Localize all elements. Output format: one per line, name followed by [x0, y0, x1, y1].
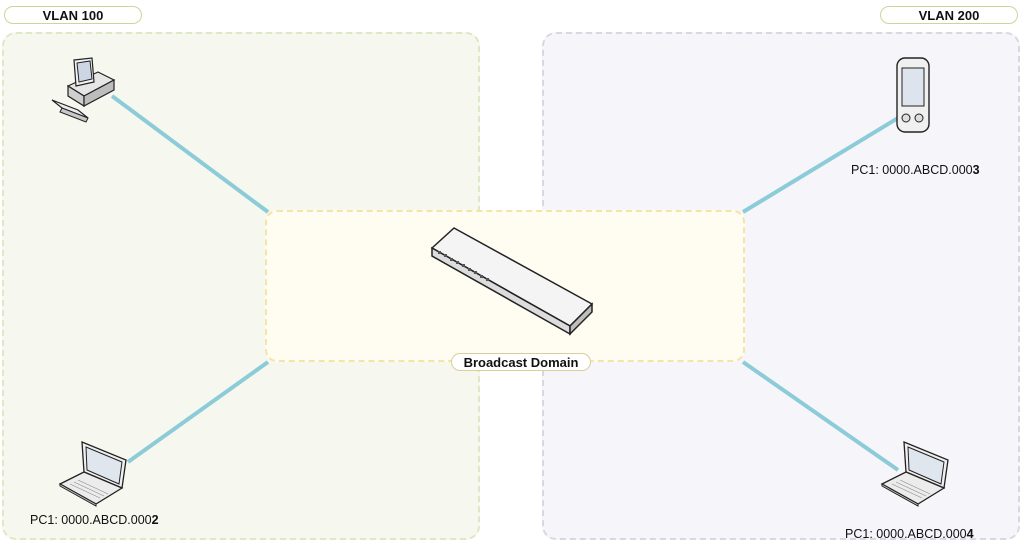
- link-laptop-left-to-switch: [126, 360, 270, 464]
- laptop-icon[interactable]: [878, 440, 954, 508]
- mac-suffix: 4: [966, 527, 974, 541]
- mac-prefix: PC1: 0000.ABCD.000: [845, 527, 967, 541]
- mac-suffix: 2: [151, 513, 159, 527]
- link-laptop-right-to-switch: [741, 360, 900, 472]
- host-mac-label-2: PC1: 0000.ABCD.0002: [30, 513, 159, 527]
- host-mac-label-4: PC1: 0000.ABCD.0004: [845, 527, 974, 541]
- mac-prefix: PC1: 0000.ABCD.000: [851, 163, 973, 177]
- switch-icon[interactable]: [428, 226, 594, 336]
- vlan-200-label: VLAN 200: [880, 6, 1018, 24]
- desktop-pc-icon[interactable]: [48, 56, 120, 126]
- mac-suffix: 3: [972, 163, 980, 177]
- link-pda-to-switch: [741, 116, 900, 214]
- mac-prefix: PC1: 0000.ABCD.000: [30, 513, 152, 527]
- pda-icon[interactable]: [893, 56, 937, 136]
- laptop-icon[interactable]: [56, 440, 132, 508]
- link-desktop-to-switch: [110, 94, 270, 214]
- host-mac-label-3: PC1: 0000.ABCD.0003: [851, 163, 980, 177]
- vlan-100-label: VLAN 100: [4, 6, 142, 24]
- broadcast-domain-label: Broadcast Domain: [451, 353, 591, 371]
